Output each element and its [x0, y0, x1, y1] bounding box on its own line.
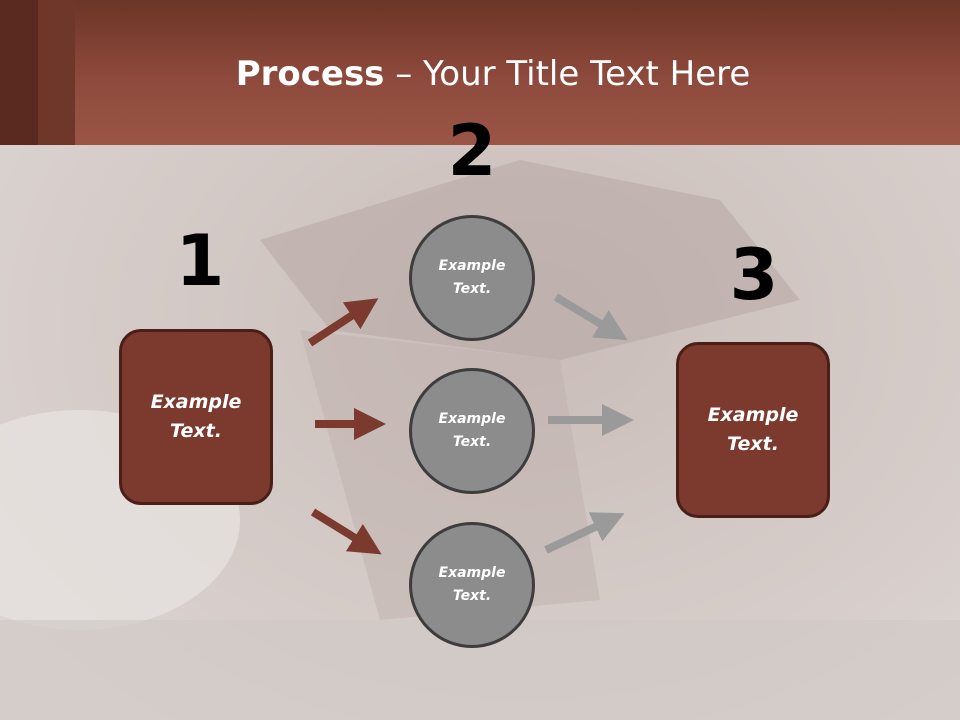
- circle-middle: Example Text.: [409, 368, 535, 494]
- step-number-3: 3: [729, 234, 779, 316]
- right-box: Example Text.: [676, 342, 830, 518]
- header-bar: [0, 0, 960, 145]
- title-bold: Process: [235, 54, 385, 94]
- circle-top: Example Text.: [409, 215, 535, 341]
- title-rest: – Your Title Text Here: [384, 54, 751, 94]
- step-number-1: 1: [175, 220, 225, 302]
- left-box: Example Text.: [119, 329, 273, 505]
- circle-bottom: Example Text.: [409, 522, 535, 648]
- page-title: Process – Your Title Text Here: [0, 52, 960, 96]
- step-number-2: 2: [447, 110, 497, 192]
- header-stripe: [38, 0, 75, 145]
- header-stripe: [0, 0, 38, 145]
